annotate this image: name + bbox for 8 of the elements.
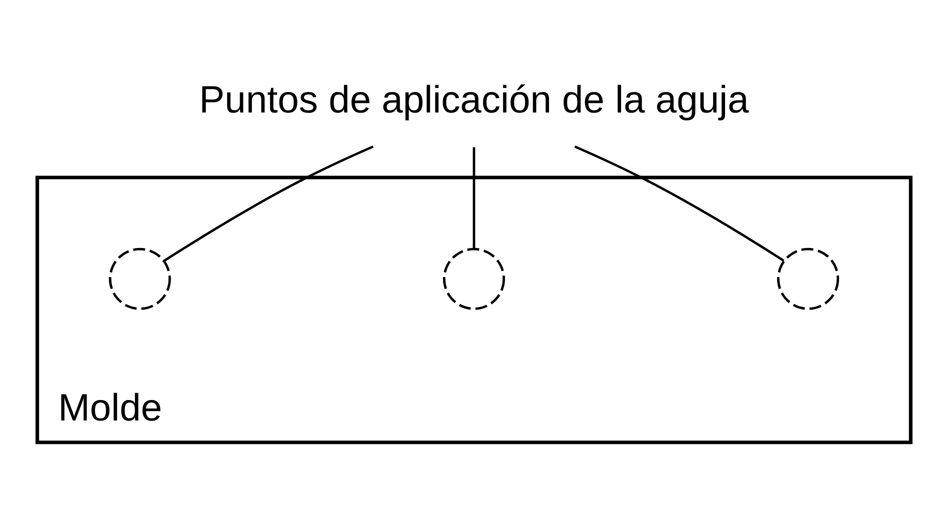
connector — [574, 144, 784, 262]
connector — [164, 144, 374, 262]
node-text: Puntos de aplicación de la aguja — [199, 78, 749, 122]
cluster: Molde — [36, 175, 912, 444]
node-circle — [108, 247, 171, 310]
connector — [472, 146, 476, 248]
node-circle — [442, 247, 506, 310]
node-circle — [777, 247, 840, 310]
